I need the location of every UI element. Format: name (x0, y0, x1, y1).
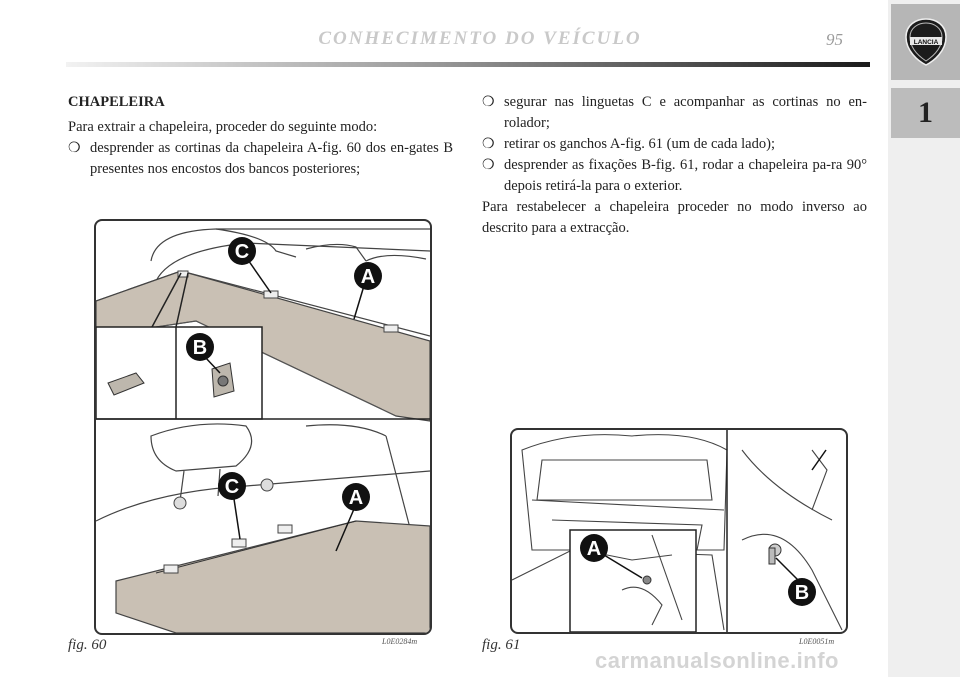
closing-paragraph: Para restabelecer a chapeleira proceder … (482, 199, 867, 236)
label-b: B (795, 582, 809, 604)
marker-b-icon (788, 578, 816, 606)
figure-61-caption: fig. 61 (482, 637, 521, 653)
bullet-circle-icon: ❍ (482, 137, 495, 152)
marker-b-icon (186, 333, 214, 361)
marker-a-icon (354, 262, 382, 290)
figure-61: A B (510, 428, 848, 634)
bullet-text: desprender as fixações B-fig. 61, rodar … (504, 157, 867, 194)
lancia-shield-icon: LANCIA (904, 18, 947, 66)
marker-a-icon (580, 534, 608, 562)
label-c-lower: C (225, 476, 239, 498)
bullet-text: retirar os ganchos A-fig. 61 (um de cada… (504, 136, 775, 152)
bullet-item: ❍ segurar nas linguetas C e acompanhar a… (482, 92, 867, 134)
right-column: ❍ segurar nas linguetas C e acompanhar a… (482, 92, 867, 239)
marker-a-icon (342, 483, 370, 511)
logo-text: LANCIA (913, 39, 938, 46)
watermark: carmanualsonline.info (595, 648, 839, 673)
header-rule (66, 62, 870, 67)
trunk-shelf-illustration: A B (512, 430, 843, 632)
figure-60-caption: fig. 60 (68, 637, 107, 653)
bullet-circle-icon: ❍ (68, 141, 81, 156)
label-a: A (587, 538, 601, 560)
intro-paragraph: Para extrair a chapeleira, proceder do s… (68, 119, 378, 135)
bullet-circle-icon: ❍ (482, 158, 495, 173)
bullet-item: ❍ desprender as fixações B-fig. 61, roda… (482, 155, 867, 197)
marker-c-icon (228, 237, 256, 265)
bullet-text: desprender as cortinas da chapeleira A-f… (90, 140, 453, 177)
rear-shelf-illustration: C A B C A (96, 228, 430, 633)
label-a-upper: A (361, 266, 375, 288)
brand-logo-block: LANCIA (891, 4, 960, 80)
bullet-item: ❍ desprender as cortinas da chapeleira A… (68, 138, 453, 180)
running-header-title: CONHECIMENTO DO VEÍCULO (318, 28, 642, 49)
bullet-text: segurar nas linguetas C e acompanhar as … (504, 94, 867, 131)
left-column: CHAPELEIRA Para extrair a chapeleira, pr… (68, 92, 453, 180)
chapter-tab[interactable]: 1 (891, 88, 960, 138)
bullet-item: ❍ retirar os ganchos A-fig. 61 (um de ca… (482, 134, 867, 155)
label-a-lower: A (349, 487, 363, 509)
figure-60: C A B C A (94, 219, 432, 635)
figure-61-code: L0E0051m (799, 637, 835, 646)
bullet-circle-icon: ❍ (482, 95, 495, 110)
section-title: CHAPELEIRA (68, 94, 165, 110)
page-number: 95 (826, 30, 843, 49)
label-c-upper: C (235, 241, 249, 263)
marker-c-icon (218, 472, 246, 500)
label-b: B (193, 337, 207, 359)
figure-60-code: L0E0284m (382, 637, 418, 646)
